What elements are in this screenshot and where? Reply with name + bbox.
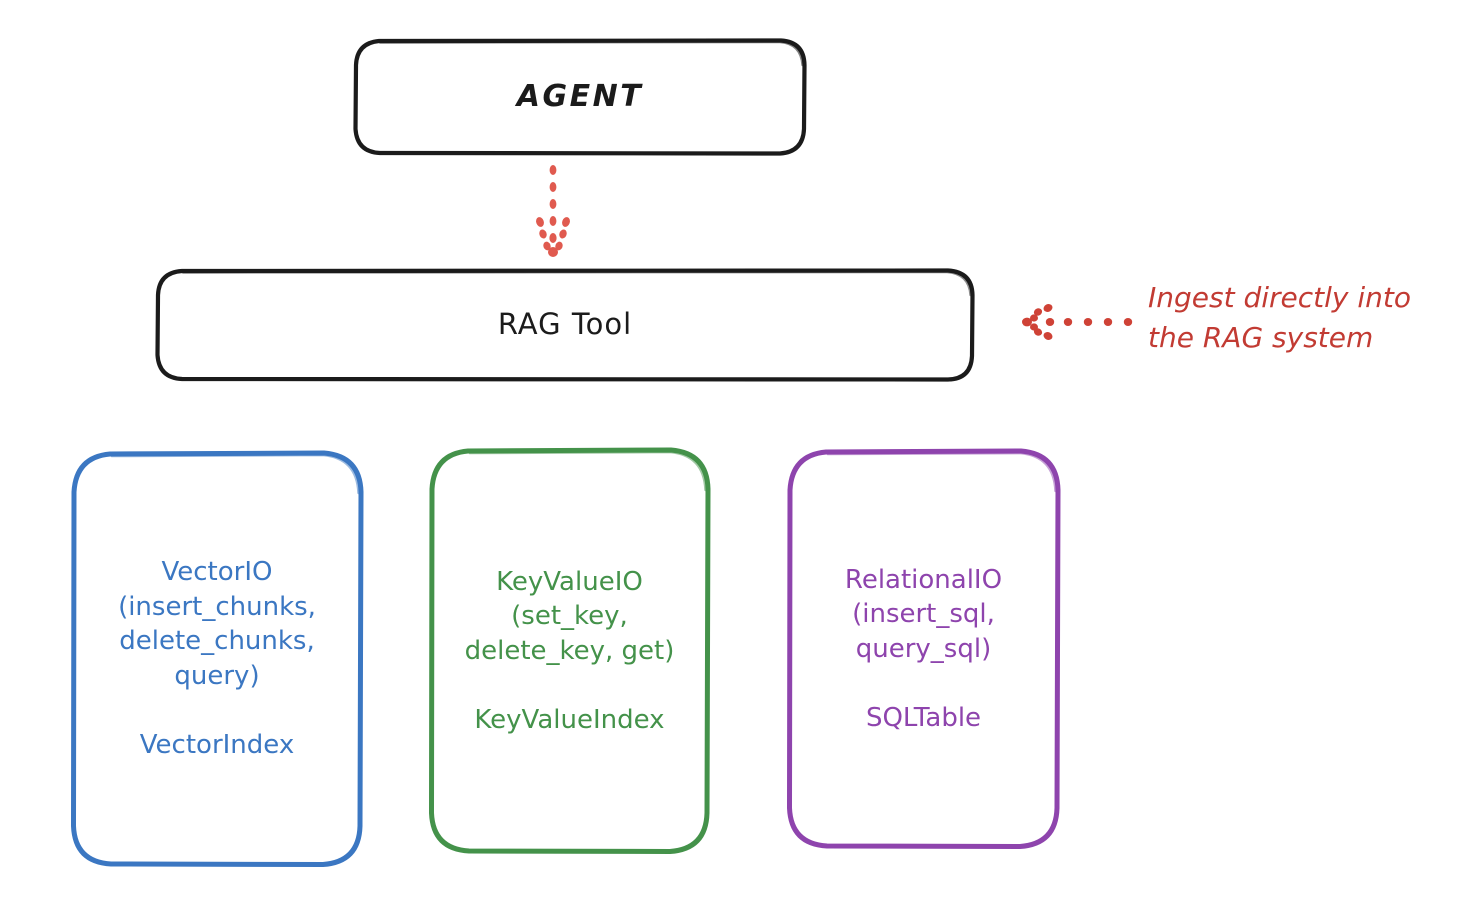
vector-io-label: VectorIO (insert_chunks, delete_chunks, …: [118, 557, 316, 761]
node-agent[interactable]: AGENT: [353, 38, 807, 156]
key-value-io-label: KeyValueIO (set_key, delete_key, get) Ke…: [464, 566, 675, 735]
node-rag-tool[interactable]: RAG Tool: [155, 268, 975, 382]
connector-agent-to-rag-tool: [536, 165, 570, 257]
annotation-ingest-label: Ingest directly into the RAG system: [1148, 281, 1412, 354]
agent-label: AGENT: [516, 78, 644, 114]
node-key-value-io[interactable]: KeyValueIO (set_key, delete_key, get) Ke…: [428, 447, 711, 855]
connector-ingest-arrow: [1022, 304, 1133, 340]
node-vector-io[interactable]: VectorIO (insert_chunks, delete_chunks, …: [70, 450, 364, 868]
rag-tool-label: RAG Tool: [497, 307, 633, 342]
relational-io-label: RelationalIO (insert_sql, query_sql) SQL…: [844, 564, 1003, 733]
node-relational-io[interactable]: RelationalIO (insert_sql, query_sql) SQL…: [786, 448, 1061, 850]
